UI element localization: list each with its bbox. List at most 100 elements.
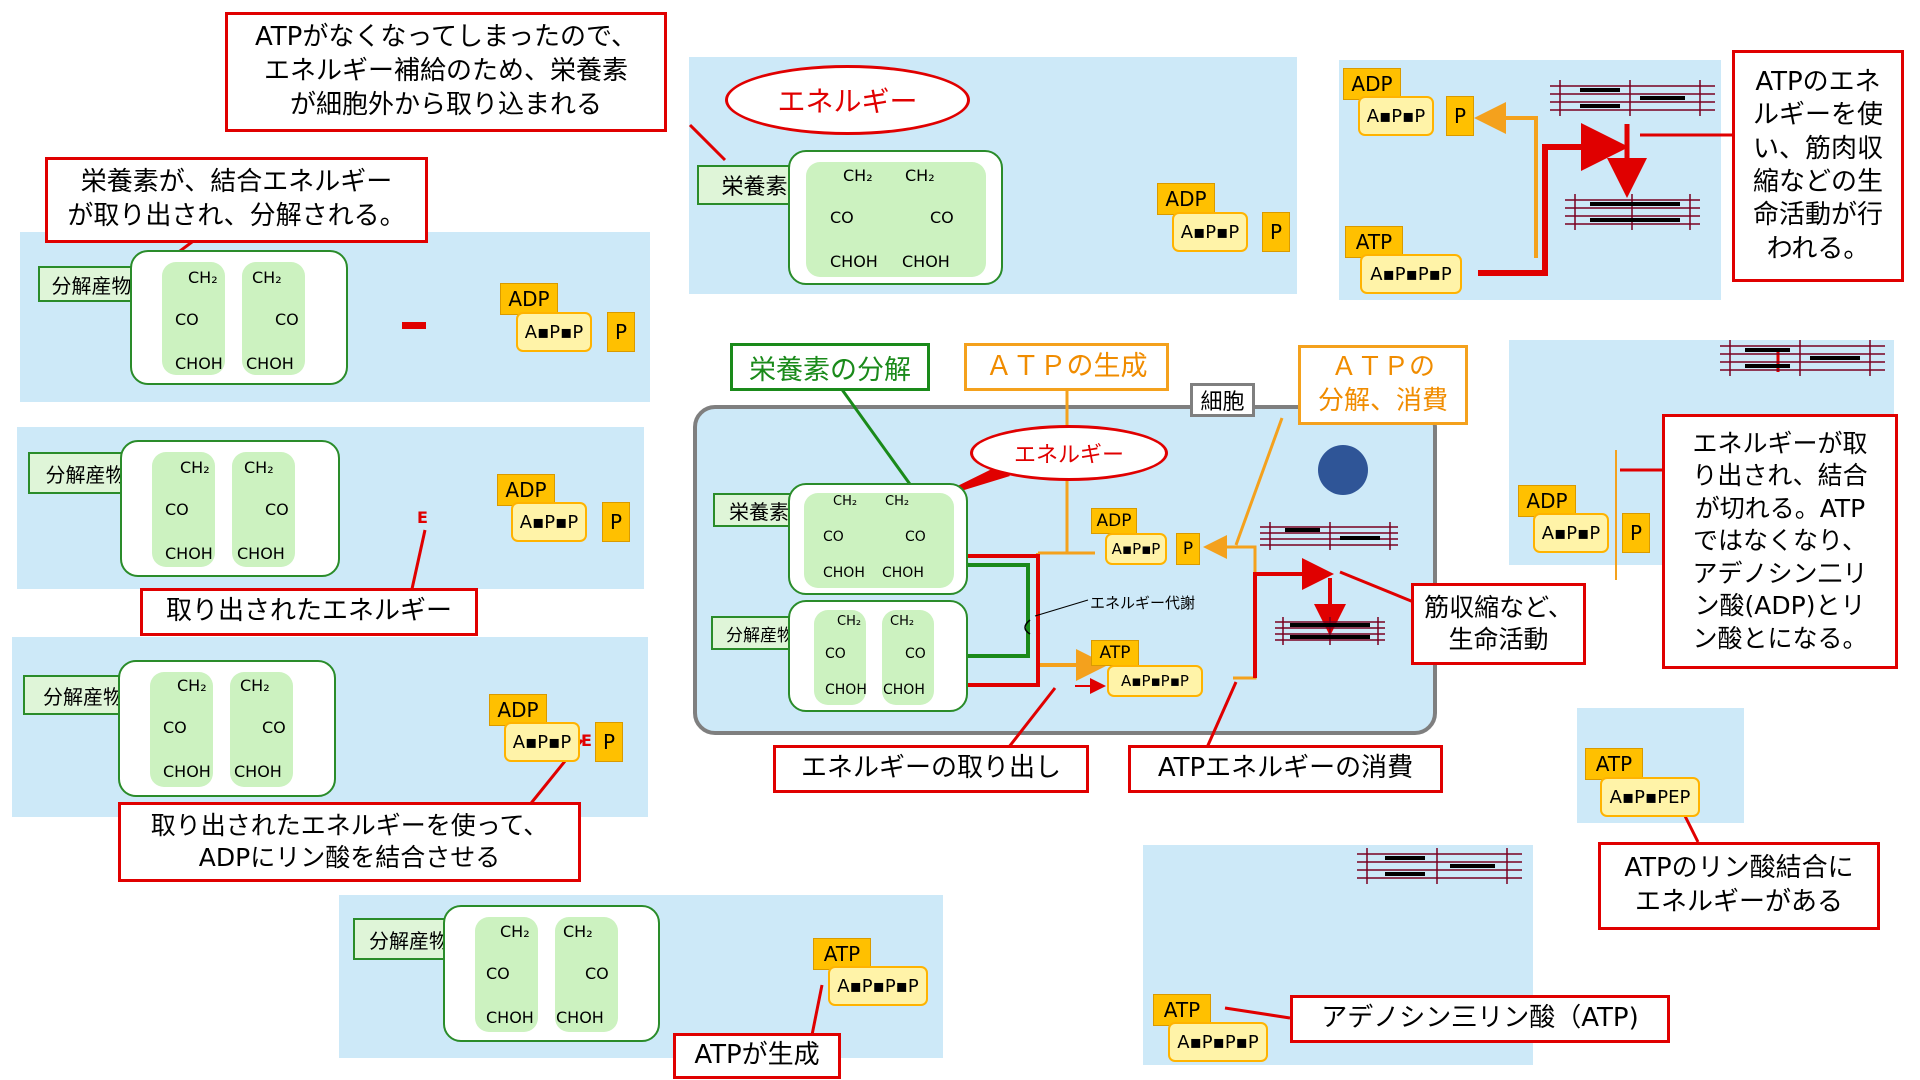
products-molecule — [443, 905, 660, 1042]
mol-co-left: CO — [830, 208, 854, 227]
cell-label: 細胞 — [1190, 383, 1255, 417]
adp-tag: ADP — [1157, 183, 1215, 215]
phosphate-tag: P — [1176, 533, 1200, 565]
mol-choh: CHOH — [882, 565, 924, 581]
mol-co: CO — [163, 718, 187, 737]
nucleus — [1318, 445, 1368, 495]
mol-co: CO — [823, 529, 844, 545]
atp-box: A▪P▪P▪P — [828, 966, 928, 1006]
mol-co: CO — [486, 964, 510, 983]
callout-atp-energy-use: ATPのエネ ルギーを使 い、筋肉収 縮などの生 命活動が行 われる。 — [1732, 50, 1904, 282]
mol-ch2: CH₂ — [244, 458, 274, 477]
mol-ch2: CH₂ — [837, 614, 862, 629]
adp-box: A▪P▪P — [511, 502, 587, 542]
callout-nutrient-decomposed: 栄養素が、結合エネルギー が取り出され、分解される。 — [45, 157, 428, 243]
energy-metabolism-label: エネルギー代謝 — [1090, 594, 1196, 612]
mol-ch2: CH₂ — [188, 268, 218, 287]
atp-tag: ATP — [1585, 748, 1643, 780]
mol-ch2-right: CH₂ — [905, 166, 935, 185]
phosphate-tag: P — [602, 502, 630, 542]
callout-atp-generated: ATPが生成 — [673, 1033, 841, 1079]
heading-atp-generation: ＡＴＰの生成 — [964, 343, 1169, 391]
products-molecule — [118, 660, 336, 797]
adp-tag: ADP — [497, 474, 555, 506]
callout-atp-gone: ATPがなくなってしまったので、 エネルギー補給のため、栄養素 が細胞外から取り… — [225, 12, 667, 132]
mol-choh: CHOH — [175, 354, 223, 373]
callout-muscle-contraction: 筋収縮など、 生命活動 — [1411, 583, 1586, 665]
phosphate-tag: P — [595, 722, 623, 762]
mol-choh: CHOH — [246, 354, 294, 373]
mol-co: CO — [265, 500, 289, 519]
energy-bubble: エネルギー — [725, 65, 970, 135]
atp-tag: ATP — [813, 938, 871, 970]
mol-choh: CHOH — [163, 762, 211, 781]
callout-atp-name: アデノシン三リン酸（ATP) — [1290, 995, 1670, 1043]
mol-co: CO — [905, 646, 926, 662]
callout-energy-released: エネルギーが取 り出され、結合 が切れる。ATP ではなくなり、 アデノシン二リ… — [1662, 414, 1898, 669]
mol-co: CO — [905, 529, 926, 545]
mol-ch2: CH₂ — [885, 494, 910, 509]
mol-co: CO — [175, 310, 199, 329]
phosphate-tag: P — [1622, 513, 1650, 553]
adp-box: A▪P▪P — [504, 722, 580, 762]
mol-ch2: CH₂ — [240, 676, 270, 695]
mol-co: CO — [262, 718, 286, 737]
adp-box: A▪P▪P — [1358, 96, 1434, 136]
callout-atp-consumption: ATPエネルギーの消費 — [1128, 745, 1443, 793]
atp-box: A▪P▪PEP — [1600, 777, 1700, 817]
mol-choh: CHOH — [234, 762, 282, 781]
mol-ch2: CH₂ — [180, 458, 210, 477]
mol-choh: CHOH — [883, 682, 925, 698]
energy-mark: E — [417, 508, 428, 527]
adp-box: A▪P▪P — [1172, 212, 1248, 252]
mol-ch2: CH₂ — [890, 614, 915, 629]
mol-co-right: CO — [930, 208, 954, 227]
mol-choh: CHOH — [486, 1008, 534, 1027]
nutrient-molecule — [788, 150, 1003, 285]
mol-ch2: CH₂ — [833, 494, 858, 509]
adp-tag: ADP — [1091, 508, 1137, 534]
mol-ch2: CH₂ — [563, 922, 593, 941]
callout-energy-extraction: エネルギーの取り出し — [773, 745, 1089, 793]
mol-choh: CHOH — [237, 544, 285, 563]
products-label: 分解産物 — [38, 266, 145, 302]
adp-box: A▪P▪P — [516, 312, 592, 352]
mol-co: CO — [825, 646, 846, 662]
atp-box: A▪P▪P▪P — [1168, 1022, 1268, 1062]
callout-phosphate-bond-energy: ATPのリン酸結合に エネルギーがある — [1598, 842, 1880, 930]
atp-tag: ATP — [1345, 226, 1403, 258]
adp-tag: ADP — [1518, 485, 1576, 517]
energy-bubble-cell: エネルギー — [970, 425, 1168, 481]
nutrient-molecule-cell — [788, 483, 968, 595]
adp-box: A▪P▪P — [1105, 533, 1167, 565]
atp-tag: ATP — [1091, 640, 1139, 666]
heading-nutrient-breakdown: 栄養素の分解 — [730, 343, 930, 391]
mol-co: CO — [275, 310, 299, 329]
callout-extracted-energy: 取り出されたエネルギー — [140, 588, 478, 636]
atp-box: A▪P▪P▪P — [1107, 665, 1203, 697]
adp-box: A▪P▪P — [1533, 513, 1609, 553]
adp-tag: ADP — [500, 283, 558, 315]
callout-bind-phosphate: 取り出されたエネルギーを使って、 ADPにリン酸を結合させる — [118, 802, 581, 882]
mol-choh: CHOH — [165, 544, 213, 563]
mol-ch2: CH₂ — [500, 922, 530, 941]
phosphate-tag: P — [1262, 212, 1290, 252]
mol-choh: CHOH — [556, 1008, 604, 1027]
mol-choh-right: CHOH — [902, 252, 950, 271]
products-molecule-cell — [788, 600, 968, 712]
phosphate-tag: P — [607, 312, 635, 352]
mol-ch2: CH₂ — [252, 268, 282, 287]
energy-mark: E — [581, 731, 592, 750]
products-molecule — [120, 440, 340, 577]
mol-co: CO — [165, 500, 189, 519]
mol-choh: CHOH — [825, 682, 867, 698]
atp-box: A▪P▪P▪P — [1360, 254, 1462, 294]
mol-choh: CHOH — [823, 565, 865, 581]
mol-co: CO — [585, 964, 609, 983]
phosphate-tag: P — [1446, 96, 1474, 136]
heading-atp-breakdown: ＡＴＰの 分解、消費 — [1298, 345, 1468, 425]
mol-ch2-left: CH₂ — [843, 166, 873, 185]
atp-tag: ATP — [1153, 994, 1211, 1026]
mol-choh-left: CHOH — [830, 252, 878, 271]
products-molecule — [130, 250, 348, 385]
